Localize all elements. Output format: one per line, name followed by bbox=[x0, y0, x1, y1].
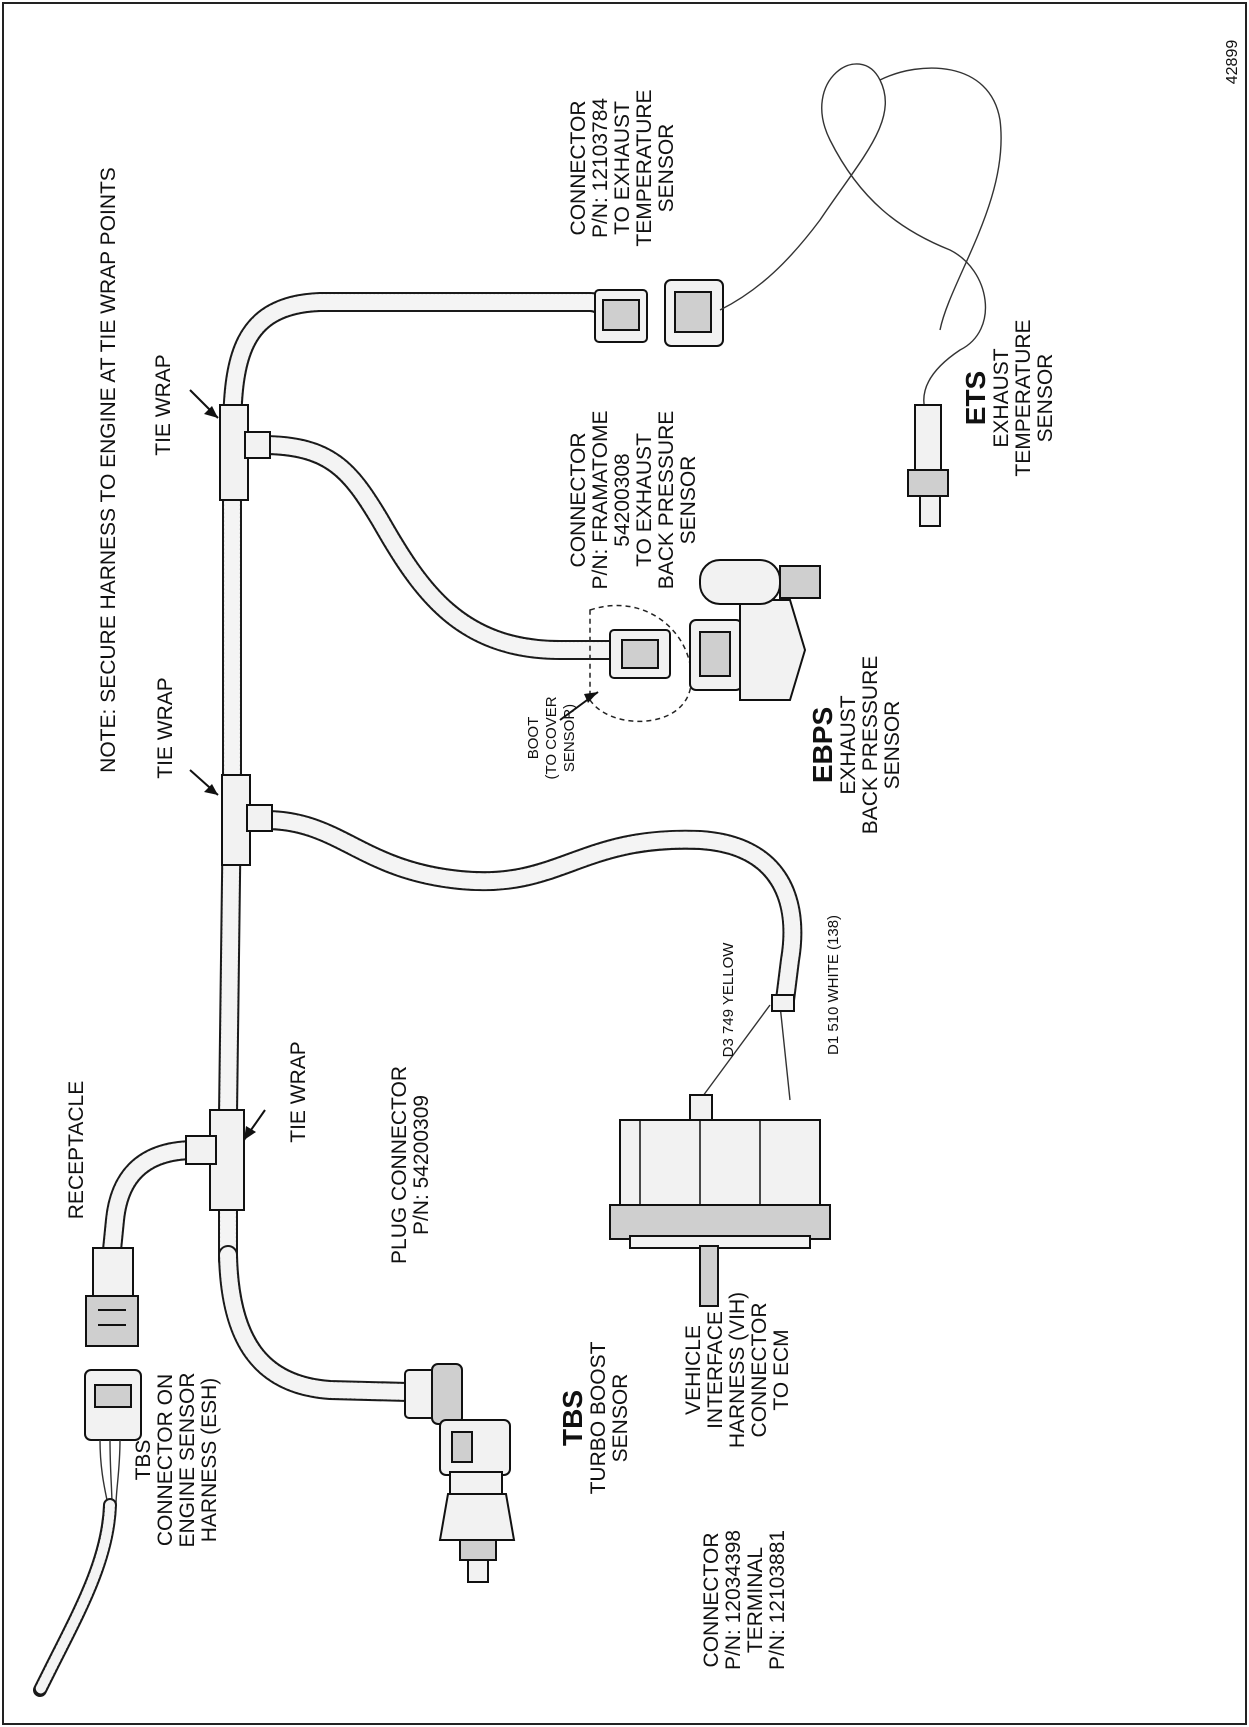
plug-connector-label: PLUG CONNECTOR P/N: 54200309 bbox=[388, 1066, 433, 1264]
ebps-sensor-label: EBPS EXHAUST BACK PRESSURE SENSOR bbox=[807, 656, 904, 835]
ebps-connector-line-3: 54200308 bbox=[611, 453, 634, 546]
vih-line-3: HARNESS (VIH) bbox=[726, 1292, 749, 1448]
tie-wrap-label-middle: TIE WRAP bbox=[154, 677, 177, 779]
plug-connector-line-1: PLUG CONNECTOR bbox=[388, 1066, 411, 1264]
receptacle-label: RECEPTACLE bbox=[65, 1081, 88, 1219]
connector-terminal-line-4: P/N: 12103881 bbox=[766, 1530, 789, 1670]
vih-label: VEHICLE INTERFACE HARNESS (VIH) CONNECTO… bbox=[682, 1292, 793, 1448]
ebps-connector-line-5: BACK PRESSURE bbox=[655, 411, 678, 590]
boot-label: BOOT (TO COVER SENSOR) bbox=[525, 696, 578, 779]
esh-tbs-connector bbox=[33, 1369, 142, 1697]
ets-connector-line-5: SENSOR bbox=[655, 124, 678, 213]
ets-connector-line-2: P/N: 12103784 bbox=[589, 98, 612, 238]
vih-wires bbox=[699, 1004, 791, 1101]
ebps-connector-line-2: P/N: FRAMATOME bbox=[589, 411, 612, 590]
tbs-plug-connector bbox=[404, 1363, 463, 1425]
ebps-abbr: EBPS bbox=[807, 707, 838, 783]
tie-wrap-junction-top bbox=[219, 404, 271, 501]
tbs-connector-line-1: TBS bbox=[132, 1440, 155, 1481]
vih-line-2: INTERFACE bbox=[704, 1311, 727, 1429]
vih-line-5: TO ECM bbox=[770, 1329, 793, 1410]
ets-connector-line-4: TEMPERATURE bbox=[633, 89, 656, 246]
wire-d3-label: D3 749 YELLOW bbox=[720, 942, 737, 1058]
boot-line-3: SENSOR) bbox=[561, 704, 578, 772]
connector-terminal-label: CONNECTOR P/N: 12034398 TERMINAL P/N: 12… bbox=[700, 1530, 789, 1670]
ets-sensor bbox=[719, 63, 1002, 527]
vih-line-4: CONNECTOR bbox=[748, 1303, 771, 1438]
plug-connector-line-2: P/N: 54200309 bbox=[410, 1095, 433, 1235]
tbs-connector-label: TBS CONNECTOR ON ENGINE SENSOR HARNESS (… bbox=[132, 1372, 221, 1547]
figure-number: 42899 bbox=[1224, 40, 1241, 85]
tbs-name-line-2: SENSOR bbox=[609, 1374, 632, 1463]
tbs-sensor bbox=[438, 1419, 516, 1583]
tbs-connector-line-3: ENGINE SENSOR bbox=[176, 1372, 199, 1547]
tbs-sensor-label: TBS TURBO BOOST SENSOR bbox=[557, 1341, 632, 1494]
boot-line-2: (TO COVER bbox=[543, 696, 560, 779]
ebps-connector-line-6: SENSOR bbox=[677, 456, 700, 545]
ets-name-line-3: SENSOR bbox=[1034, 354, 1057, 443]
vih-connector bbox=[609, 994, 831, 1307]
note-text: NOTE: SECURE HARNESS TO ENGINE AT TIE WR… bbox=[97, 167, 120, 773]
wire-d1-label: D1 510 WHITE (138) bbox=[825, 915, 842, 1055]
ebps-connector-label: CONNECTOR P/N: FRAMATOME 54200308 TO EXH… bbox=[567, 411, 700, 590]
ebps-name-line-3: SENSOR bbox=[881, 701, 904, 790]
receptacle-connector bbox=[85, 1247, 139, 1347]
ebps-connector-line-1: CONNECTOR bbox=[567, 433, 590, 568]
ebps-name-line-1: EXHAUST bbox=[837, 695, 860, 794]
connector-terminal-line-2: P/N: 12034398 bbox=[722, 1530, 745, 1670]
ets-abbr: ETS bbox=[960, 371, 991, 425]
vih-line-1: VEHICLE bbox=[682, 1325, 705, 1415]
tie-wrap-label-top: TIE WRAP bbox=[152, 354, 175, 456]
tie-wrap-junction-middle bbox=[221, 774, 273, 866]
boot-outline bbox=[589, 604, 692, 723]
boot-line-1: BOOT bbox=[525, 717, 542, 760]
ebps-sensor bbox=[689, 559, 821, 701]
tie-wrap-junction-bottom bbox=[185, 1109, 245, 1211]
ebps-name-line-2: BACK PRESSURE bbox=[859, 656, 882, 835]
ebps-connector bbox=[589, 604, 692, 723]
tbs-connector-line-2: CONNECTOR ON bbox=[154, 1374, 177, 1546]
connector-terminal-line-1: CONNECTOR bbox=[700, 1533, 723, 1668]
branch-tbs bbox=[218, 1245, 418, 1402]
ets-name-line-1: EXHAUST bbox=[990, 348, 1013, 447]
ebps-connector-line-4: TO EXHAUST bbox=[633, 433, 656, 567]
tbs-name-line-1: TURBO BOOST bbox=[587, 1341, 610, 1494]
tbs-connector-line-4: HARNESS (ESH) bbox=[198, 1378, 221, 1543]
ets-connector-line-1: CONNECTOR bbox=[567, 101, 590, 236]
tie-wrap-label-bottom: TIE WRAP bbox=[287, 1041, 310, 1143]
ets-name-line-2: TEMPERATURE bbox=[1012, 319, 1035, 476]
ets-connector-label: CONNECTOR P/N: 12103784 TO EXHAUST TEMPE… bbox=[567, 89, 678, 246]
ets-connector-pair bbox=[594, 279, 724, 347]
ets-cable bbox=[719, 63, 1002, 411]
leader-arrows bbox=[189, 389, 599, 1141]
connector-terminal-line-3: TERMINAL bbox=[744, 1547, 767, 1653]
tbs-abbr: TBS bbox=[557, 1390, 588, 1446]
ets-connector-line-3: TO EXHAUST bbox=[611, 101, 634, 235]
branch-ebps bbox=[252, 435, 620, 660]
ets-sensor-label: ETS EXHAUST TEMPERATURE SENSOR bbox=[960, 319, 1057, 476]
